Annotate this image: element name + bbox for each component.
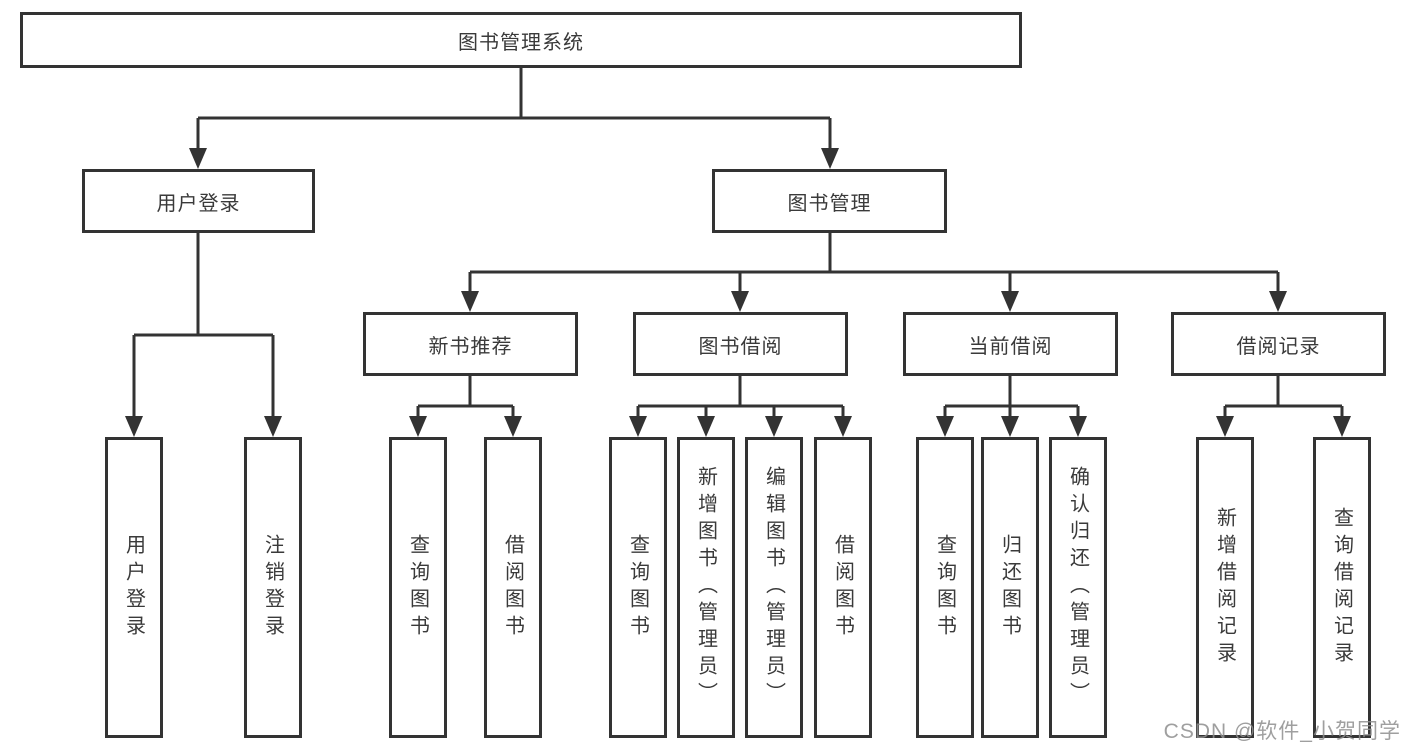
node-new-book-recommend-label: 新书推荐	[428, 335, 513, 358]
node-book-borrowing-label: 图书借阅	[698, 335, 783, 358]
arrow-down-icon	[629, 416, 647, 437]
leaf-query-books-current: 查询图书	[916, 437, 974, 738]
arrow-down-icon	[264, 416, 282, 437]
node-root: 图书管理系统	[20, 12, 1022, 68]
node-borrow-records-label: 借阅记录	[1236, 335, 1321, 358]
arrow-down-icon	[936, 416, 954, 437]
node-current-borrowing: 当前借阅	[903, 312, 1118, 376]
arrow-down-icon	[1069, 416, 1087, 437]
leaf-confirm-return-admin: 确认归还（管理员）	[1049, 437, 1107, 738]
leaf-user-login-label: 用户登录	[122, 533, 145, 642]
node-user-login-label: 用户登录	[156, 192, 241, 215]
leaf-query-borrow-record-label: 查询借阅记录	[1330, 506, 1353, 669]
node-root-label: 图书管理系统	[458, 31, 584, 54]
leaf-query-books-borrowing-label: 查询图书	[626, 533, 649, 642]
watermark-text: CSDN @软件_小贺同学	[1163, 720, 1401, 743]
arrow-down-icon	[1269, 291, 1287, 312]
leaf-add-borrow-record-label: 新增借阅记录	[1213, 506, 1236, 669]
arrow-down-icon	[821, 148, 839, 169]
node-current-borrowing-label: 当前借阅	[968, 335, 1053, 358]
node-book-management: 图书管理	[712, 169, 947, 233]
leaf-edit-books-admin: 编辑图书（管理员）	[745, 437, 803, 738]
arrow-down-icon	[697, 416, 715, 437]
leaf-add-books-admin: 新增图书（管理员）	[677, 437, 735, 738]
arrow-down-icon	[1333, 416, 1351, 437]
arrow-down-icon	[1001, 291, 1019, 312]
leaf-query-books-borrowing: 查询图书	[609, 437, 667, 738]
node-book-borrowing: 图书借阅	[633, 312, 848, 376]
arrow-down-icon	[1001, 416, 1019, 437]
arrowhead-icons	[125, 148, 1351, 437]
arrow-down-icon	[189, 148, 207, 169]
node-borrow-records: 借阅记录	[1171, 312, 1386, 376]
arrow-down-icon	[731, 291, 749, 312]
leaf-add-books-admin-label: 新增图书（管理员）	[694, 466, 717, 709]
leaf-return-books-label: 归还图书	[998, 533, 1021, 642]
leaf-query-borrow-record: 查询借阅记录	[1313, 437, 1371, 738]
arrow-down-icon	[765, 416, 783, 437]
leaf-borrow-books-recommend-label: 借阅图书	[501, 533, 524, 642]
leaf-return-books: 归还图书	[981, 437, 1039, 738]
leaf-query-books-recommend-label: 查询图书	[406, 533, 429, 642]
leaf-query-books-current-label: 查询图书	[933, 533, 956, 642]
leaf-logout: 注销登录	[244, 437, 302, 738]
leaf-user-login: 用户登录	[105, 437, 163, 738]
arrow-down-icon	[1216, 416, 1234, 437]
leaf-query-books-recommend: 查询图书	[389, 437, 447, 738]
arrow-down-icon	[834, 416, 852, 437]
leaf-add-borrow-record: 新增借阅记录	[1196, 437, 1254, 738]
leaf-borrow-books-borrowing-label: 借阅图书	[831, 533, 854, 642]
leaf-borrow-books-borrowing: 借阅图书	[814, 437, 872, 738]
node-new-book-recommend: 新书推荐	[363, 312, 578, 376]
node-user-login: 用户登录	[82, 169, 315, 233]
leaf-logout-label: 注销登录	[261, 533, 284, 642]
arrow-down-icon	[409, 416, 427, 437]
arrow-down-icon	[504, 416, 522, 437]
node-book-management-label: 图书管理	[787, 192, 872, 215]
leaf-borrow-books-recommend: 借阅图书	[484, 437, 542, 738]
arrow-down-icon	[125, 416, 143, 437]
leaf-edit-books-admin-label: 编辑图书（管理员）	[762, 466, 785, 709]
arrow-down-icon	[461, 291, 479, 312]
leaf-confirm-return-admin-label: 确认归还（管理员）	[1066, 466, 1089, 709]
